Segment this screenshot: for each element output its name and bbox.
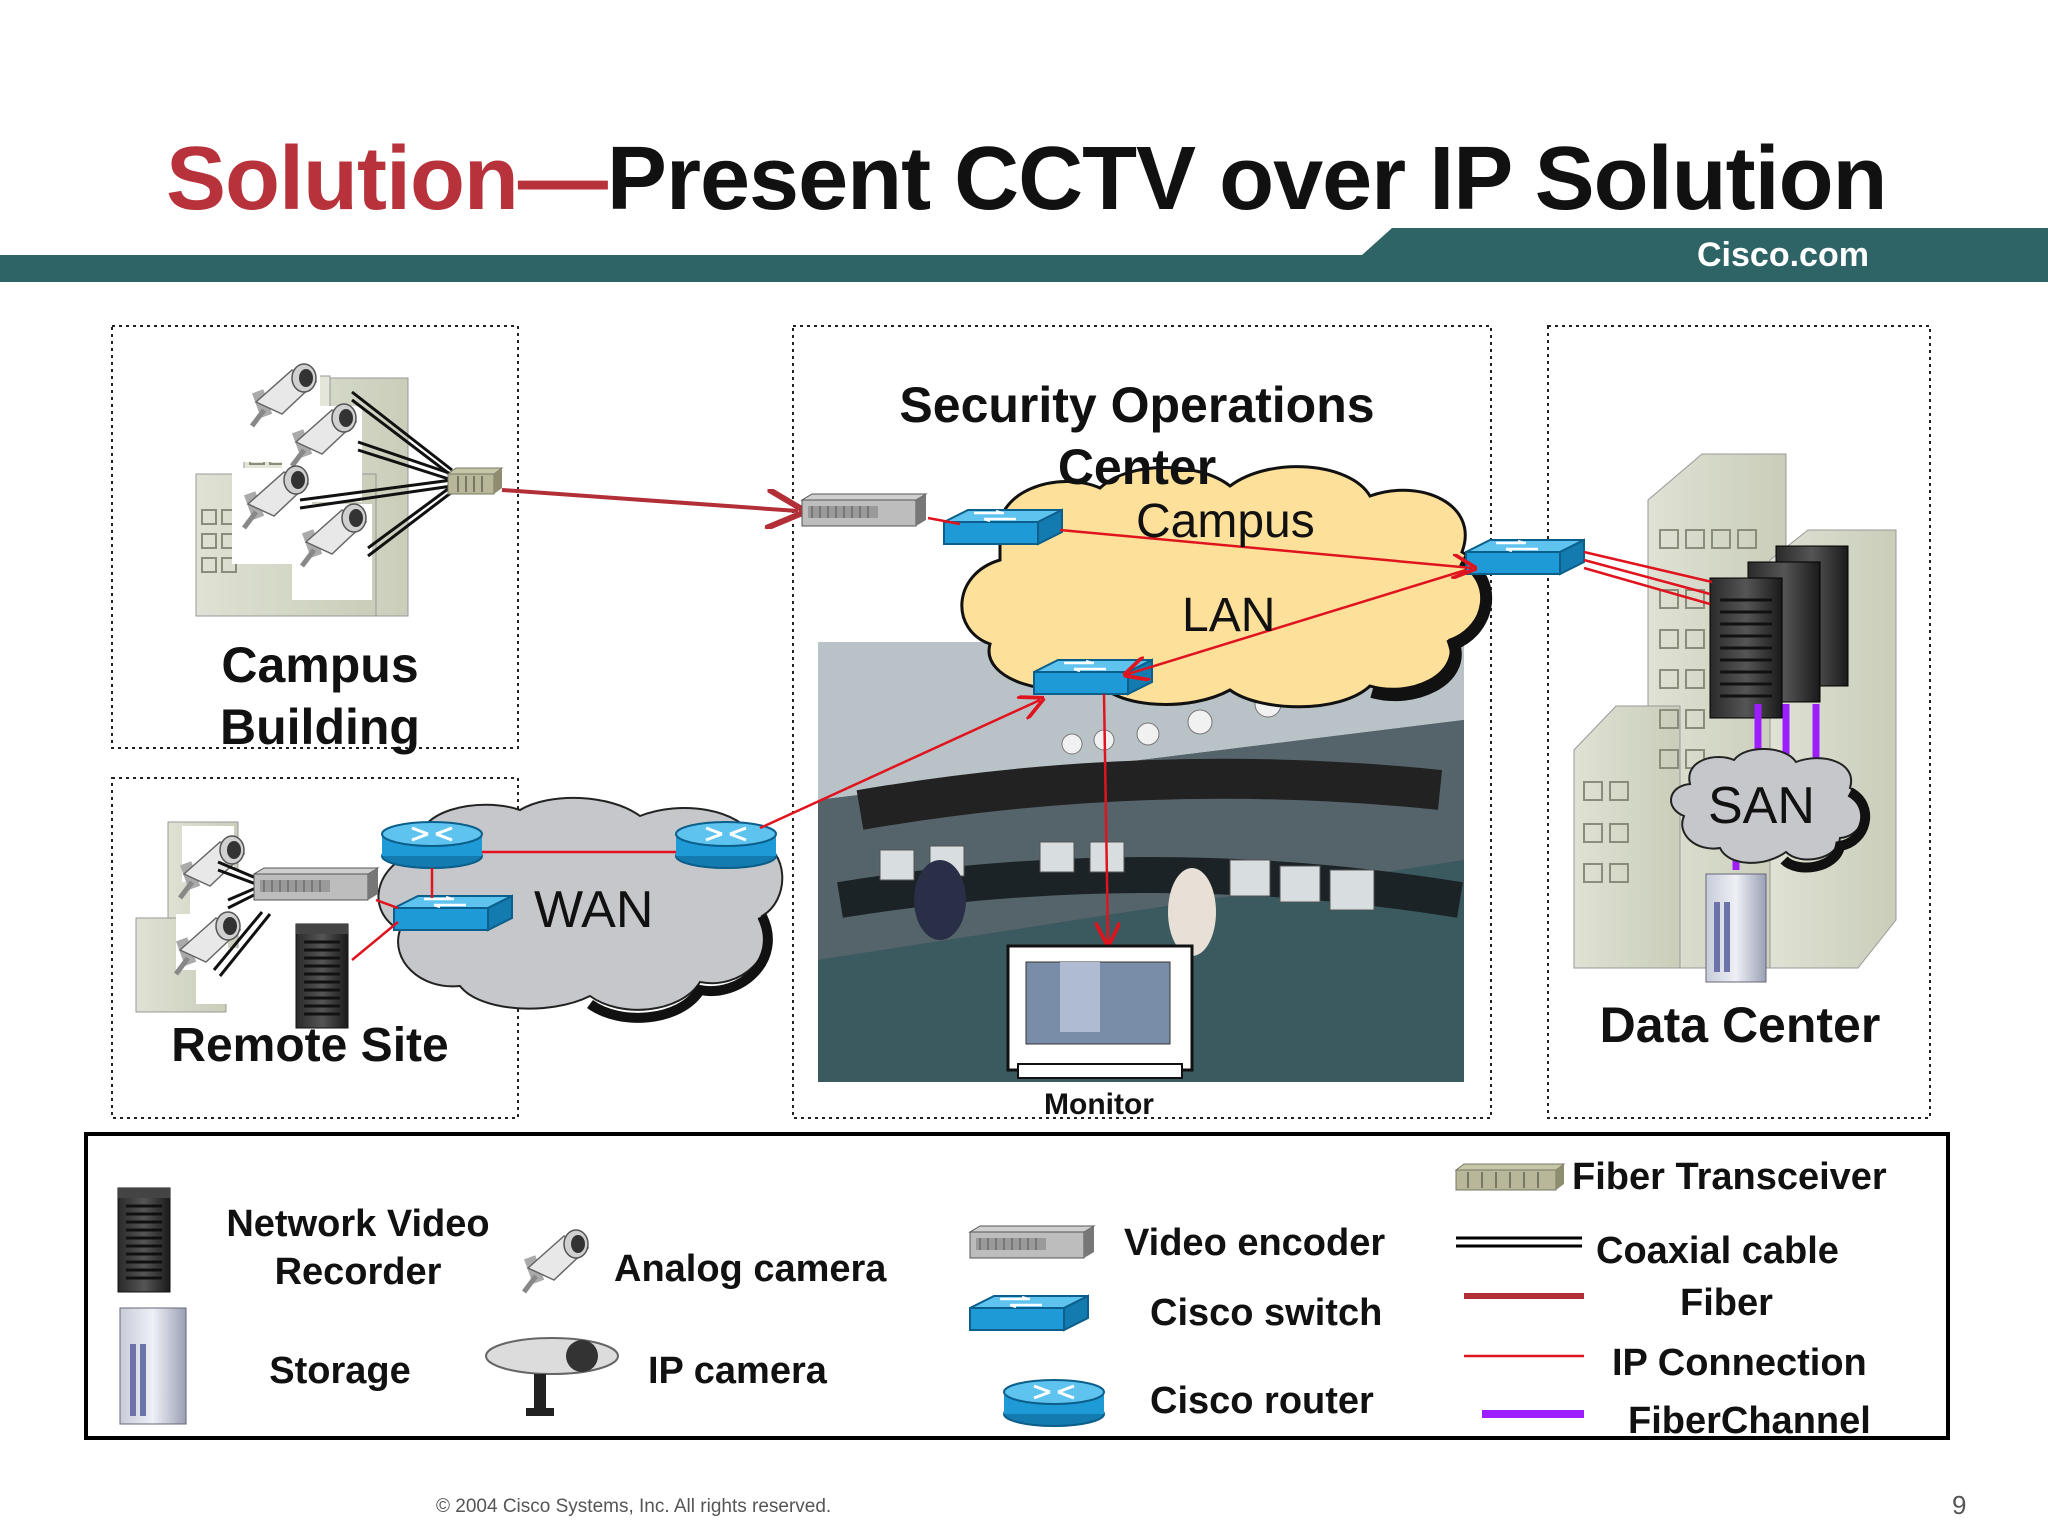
legend-cisco-router-label: Cisco router [1150,1380,1374,1422]
campus-building-label: Campus Building [160,634,480,758]
fiber-transceiver-icon [446,467,504,495]
legend-coaxial-line [1456,1236,1582,1248]
legend-nvr-icon [116,1186,172,1294]
cisco-switch-icon [1464,538,1586,576]
san-label: SAN [1708,777,1815,835]
title-main: Present CCTV over IP Solution [606,129,1888,229]
legend-cisco-router-icon [1002,1378,1106,1428]
campus-lan-label-line1: Campus [1136,495,1315,548]
legend-fiber-label: Fiber [1680,1282,1773,1324]
monitor-icon [1006,944,1194,1079]
site-label: Cisco.com [1697,236,1869,274]
campus-building-label-line2: Building [220,699,420,755]
video-encoder-icon [801,493,927,527]
legend-storage-label: Storage [269,1350,411,1392]
legend-box [84,1132,1950,1440]
legend-analog-camera-label: Analog camera [614,1248,887,1290]
campus-building-label-line1: Campus [221,637,419,693]
cisco-switch-icon [1032,658,1154,696]
coaxial-cable-bundle [212,860,272,977]
title-banner [0,228,2048,282]
title-prefix: Solution— [166,129,608,229]
campus-lan-label-line2: LAN [1182,589,1276,642]
legend-fiber-transceiver-icon [1454,1163,1566,1191]
legend-cisco-switch-icon [968,1294,1090,1332]
ip-connections [351,516,1713,961]
legend-ip-camera-label: IP camera [648,1350,827,1392]
campus-building-panel [111,325,519,749]
cisco-switch-icon [942,508,1064,546]
legend-ip-camera-icon [485,1337,619,1416]
page-number: 9 [1952,1490,1967,1520]
legend-fiberchannel-label: FiberChannel [1628,1400,1871,1442]
remote-site-label: Remote Site [171,1019,449,1072]
soc-label: Security Operations Center [820,374,1454,498]
monitor-label: Monitor [1044,1088,1154,1121]
legend-ip-connection-label: IP Connection [1612,1342,1867,1384]
slide-title: Solution—Present CCTV over IP Solution [166,128,1888,231]
legend-video-encoder-label: Video encoder [1124,1222,1386,1264]
legend-nvr-label-line1: Network Video [226,1203,490,1245]
cisco-router-icon [380,820,484,870]
data-center-label: Data Center [1599,997,1881,1053]
legend-video-encoder-icon [969,1225,1095,1259]
copyright-text: © 2004 Cisco Systems, Inc. All rights re… [436,1496,832,1517]
video-encoder-icon [253,867,379,901]
fiber-link-campus-soc [501,488,798,511]
soc-panel [792,325,1492,1119]
legend-nvr-label: Network Video Recorder [208,1200,508,1296]
coaxial-cable-bundle [299,390,453,558]
legend-cisco-switch-label: Cisco switch [1150,1292,1383,1334]
legend-nvr-label-line2: Recorder [274,1251,442,1293]
cisco-switch-icon [392,894,514,932]
soc-label-line2: Center [1057,439,1217,495]
server-rack-icon [1709,545,1849,719]
nvr-icon [294,922,350,1030]
san-cloud [1670,747,1866,864]
data-center-panel [1547,325,1931,1119]
soc-label-line1: Security Operations [899,377,1375,433]
legend-fiber-transceiver-label: Fiber Transceiver [1572,1156,1887,1198]
legend-coaxial-cable-label: Coaxial cable [1596,1230,1839,1272]
legend-storage-icon [119,1307,187,1425]
wan-label: WAN [534,881,654,939]
storage-icon [1705,873,1767,983]
